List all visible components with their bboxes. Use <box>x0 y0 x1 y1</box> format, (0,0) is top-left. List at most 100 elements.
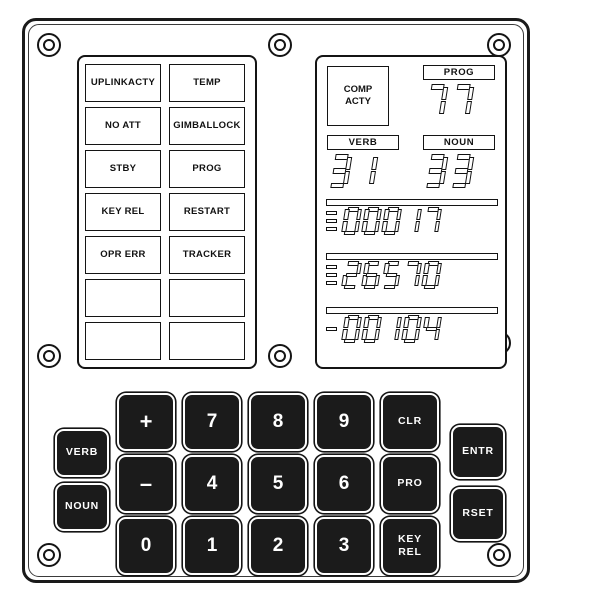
key-4[interactable]: 4 <box>183 455 241 513</box>
status-lamp-blank-3 <box>85 322 161 360</box>
seven-segment-digit <box>361 261 382 289</box>
key-1[interactable]: 1 <box>183 517 241 575</box>
key-label: NOUN <box>64 500 100 513</box>
register-2-digits <box>326 261 443 289</box>
seven-segment-digit <box>326 154 353 188</box>
key-label: 1 <box>206 535 218 556</box>
screw-icon <box>268 344 292 368</box>
sign-indicator-minus <box>326 315 339 343</box>
seven-segment-digit <box>401 207 422 235</box>
key-label: 6 <box>338 473 350 494</box>
status-lamp-label: KEY REL <box>101 206 145 218</box>
key-6[interactable]: 6 <box>315 455 373 513</box>
status-lamp-blank-1 <box>85 279 161 317</box>
status-lamp-label: STBY <box>109 163 137 175</box>
key-label: RSET <box>462 507 494 520</box>
comp-acty-line2: ACTY <box>345 96 371 107</box>
status-lamp-prog: PROG <box>169 150 245 188</box>
noun-digits <box>425 154 477 188</box>
seven-segment-digit <box>341 315 362 343</box>
status-lamp-blank-2 <box>169 279 245 317</box>
key-label: PRO <box>397 477 423 490</box>
seven-segment-digit <box>421 261 442 289</box>
status-lamp-label: UPLINK <box>90 77 129 89</box>
status-lamp-label: LOCK <box>212 120 241 132</box>
status-lamp-restart: RESTART <box>169 193 245 231</box>
seven-segment-digit <box>381 207 402 235</box>
comp-acty-line1: COMP <box>343 84 373 96</box>
key-label: CLR <box>398 415 422 428</box>
key-7[interactable]: 7 <box>183 393 241 451</box>
key-2[interactable]: 2 <box>249 517 307 575</box>
key-label: 7 <box>206 411 218 432</box>
key-clr[interactable]: CLR <box>381 393 439 451</box>
screw-icon <box>268 33 292 57</box>
seven-segment-digit <box>341 207 362 235</box>
status-lamp-label: TEMP <box>193 77 221 89</box>
seven-segment-digit <box>401 261 422 289</box>
key-verb[interactable]: VERB <box>55 429 109 477</box>
status-lamp-label: TRACKER <box>182 249 232 261</box>
key-label: 3 <box>338 535 350 556</box>
status-lamp-label: OPR ERR <box>100 249 146 261</box>
register-3-digits <box>326 315 443 343</box>
screw-icon <box>487 543 511 567</box>
noun-label: NOUN <box>423 135 495 150</box>
seven-segment-digit <box>448 84 475 118</box>
seven-segment-digit <box>421 207 442 235</box>
seven-segment-digit <box>401 315 422 343</box>
screw-icon <box>37 543 61 567</box>
key-3[interactable]: 3 <box>315 517 373 575</box>
seven-segment-digit <box>361 207 382 235</box>
status-lamp-blank-4 <box>169 322 245 360</box>
key-label: 9 <box>338 411 350 432</box>
status-lamp-tracker: TRACKER <box>169 236 245 274</box>
key-minus[interactable]: – <box>117 455 175 513</box>
key-rset[interactable]: RSET <box>451 487 505 541</box>
key-label: 2 <box>272 535 284 556</box>
display-block: COMP ACTY PROG VERB NOUN <box>315 55 507 369</box>
sign-indicator-plus <box>326 207 339 235</box>
seven-segment-digit <box>341 261 362 289</box>
key-5[interactable]: 5 <box>249 455 307 513</box>
status-lamp-key-rel: KEY REL <box>85 193 161 231</box>
key-label: 8 <box>272 411 284 432</box>
key-label: ENTR <box>462 445 494 458</box>
key-entr[interactable]: ENTR <box>451 425 505 479</box>
verb-digits <box>329 154 381 188</box>
key-label: + <box>139 409 153 434</box>
status-lamp-label: GIMBAL <box>173 120 213 132</box>
key-0[interactable]: 0 <box>117 517 175 575</box>
key-noun[interactable]: NOUN <box>55 483 109 531</box>
status-lamp-no-att: NO ATT <box>85 107 161 145</box>
status-lamp-label: ACTY <box>128 77 156 89</box>
key-label: 5 <box>272 473 284 494</box>
key-label: KEY <box>398 532 422 545</box>
comp-acty-lamp: COMP ACTY <box>327 66 389 126</box>
display-separator <box>326 307 498 314</box>
prog-label: PROG <box>423 65 495 80</box>
register-1-digits <box>326 207 443 235</box>
key-8[interactable]: 8 <box>249 393 307 451</box>
sign-indicator-plus <box>326 261 339 289</box>
display-separator <box>326 199 498 206</box>
key-pro[interactable]: PRO <box>381 455 439 513</box>
display-separator <box>326 253 498 260</box>
key-label-line2: REL <box>398 546 422 558</box>
status-lamp-label: RESTART <box>183 206 231 218</box>
seven-segment-digit <box>421 315 442 343</box>
key-label: VERB <box>65 446 99 459</box>
key-plus[interactable]: + <box>117 393 175 451</box>
seven-segment-digit <box>448 154 475 188</box>
status-lamp-label: NO ATT <box>104 120 142 132</box>
screw-icon <box>37 344 61 368</box>
screw-icon <box>487 33 511 57</box>
seven-segment-digit <box>352 154 379 188</box>
key-9[interactable]: 9 <box>315 393 373 451</box>
